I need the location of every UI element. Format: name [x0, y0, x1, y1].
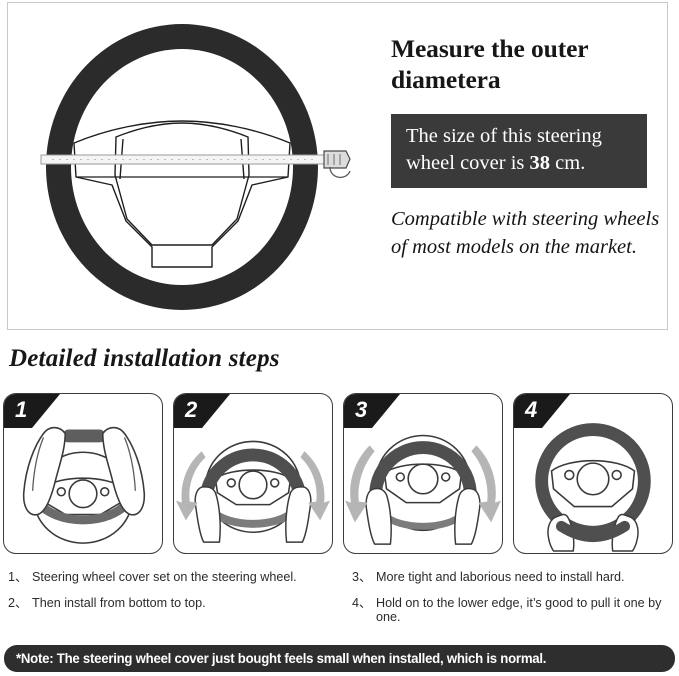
step-box-1: 1: [3, 393, 163, 554]
instruction-item: 4、 Hold on to the lower edge, it’s good …: [352, 596, 677, 624]
measure-copy-block: Measure the outer diametera The size of …: [391, 33, 663, 261]
size-value: 38: [529, 152, 551, 174]
step-number-tag-2: [174, 394, 230, 428]
step-number-tag-1: [4, 394, 60, 428]
size-callout-line-2: wheel cover is 38 cm.: [406, 150, 633, 177]
compatibility-text: Compatible with steering wheels of most …: [391, 208, 660, 258]
step-number-1: 1: [15, 397, 28, 422]
steering-wheel-illustration: [40, 24, 351, 310]
tape-measure: [40, 150, 351, 178]
steering-wheel-diagram: [16, 9, 371, 324]
step-box-4: 4: [513, 393, 673, 554]
instruction-text: Steering wheel cover set on the steering…: [32, 570, 297, 584]
instruction-text: More tight and laborious need to install…: [376, 570, 625, 584]
instructions-left-column: 1、 Steering wheel cover set on the steer…: [8, 570, 348, 622]
instruction-index: 3、: [352, 570, 372, 584]
installation-steps-title: Detailed installation steps: [9, 345, 280, 372]
step-art-2: [175, 440, 331, 543]
step-number-tag-4: [514, 394, 570, 428]
instruction-index: 4、: [352, 596, 372, 610]
size-callout-box: The size of this steering wheel cover is…: [391, 114, 647, 188]
note-bar: *Note: The steering wheel cover just bou…: [4, 645, 675, 672]
instruction-item: 1、 Steering wheel cover set on the steer…: [8, 570, 348, 584]
measure-panel: Measure the outer diametera The size of …: [7, 2, 668, 330]
step-art-3: [344, 434, 502, 545]
step-number-tag-3: [344, 394, 400, 428]
instructions-right-column: 3、 More tight and laborious need to inst…: [352, 570, 677, 636]
instruction-index: 1、: [8, 570, 28, 584]
size-callout-suffix: cm.: [550, 152, 586, 174]
instruction-text: Then install from bottom to top.: [32, 596, 206, 610]
step-number-2: 2: [185, 397, 198, 422]
instruction-item: 2、 Then install from bottom to top.: [8, 596, 348, 610]
instruction-item: 3、 More tight and laborious need to inst…: [352, 570, 677, 584]
measure-heading: Measure the outer diametera: [391, 34, 589, 94]
step-art-4: [535, 423, 651, 552]
installation-steps-row: 1: [3, 393, 676, 554]
note-text: *Note: The steering wheel cover just bou…: [16, 651, 547, 666]
step-box-3: 3: [343, 393, 503, 554]
step-art-1: [22, 426, 146, 544]
instruction-text: Hold on to the lower edge, it’s good to …: [376, 596, 662, 624]
instruction-index: 2、: [8, 596, 28, 610]
size-callout-line-1: The size of this steering: [406, 125, 602, 147]
step-box-2: 2: [173, 393, 333, 554]
size-callout-prefix: wheel cover is: [406, 152, 530, 174]
step-number-3: 3: [355, 397, 368, 422]
step-number-4: 4: [525, 397, 538, 422]
